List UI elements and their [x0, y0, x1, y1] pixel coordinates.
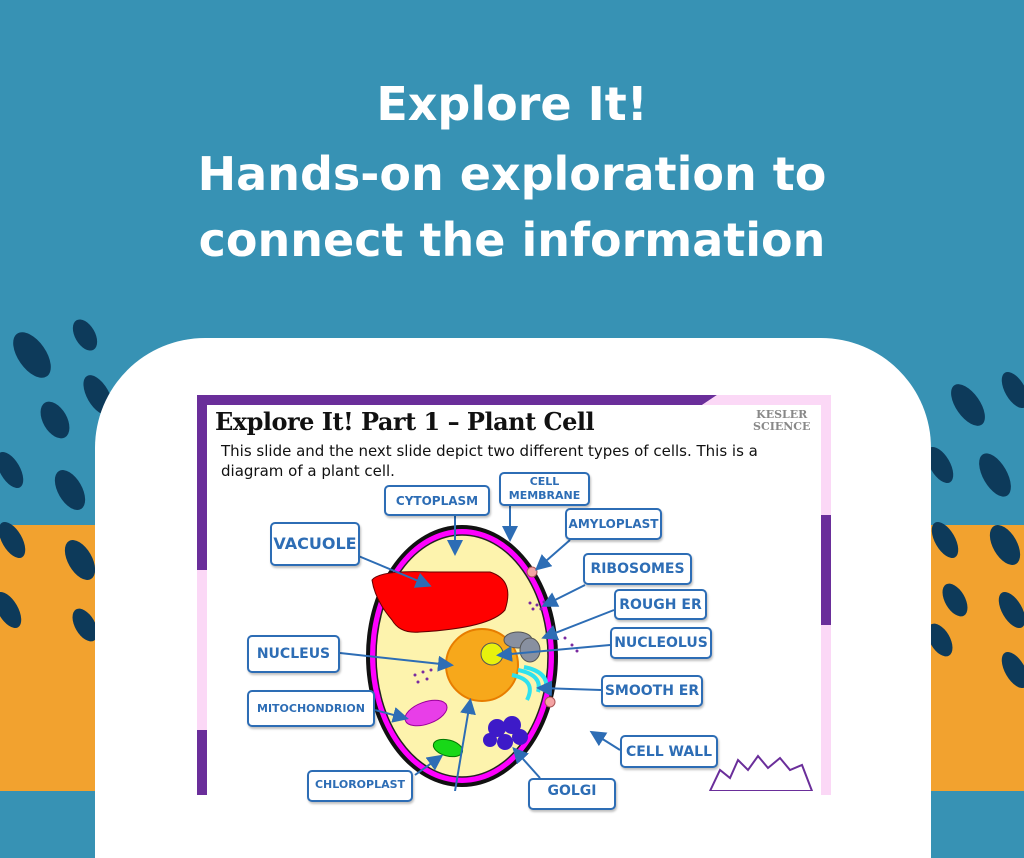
- slide-title: Explore It! Part 1 – Plant Cell: [215, 407, 595, 436]
- label-nucleolus: NUCLEOLUS: [610, 627, 712, 659]
- label-smooth-er: SMOOTH ER: [601, 675, 703, 707]
- plant-cell-diagram: [339, 505, 814, 791]
- label-cytoplasm: CYTOPLASM: [384, 485, 490, 516]
- decorative-dots: [0, 319, 1024, 689]
- label-cell-membrane: CELL MEMBRANE: [499, 472, 590, 506]
- label-ribosomes: RIBOSOMES: [583, 553, 692, 585]
- label-mitochondrion: MITOCHONDRION: [247, 690, 375, 727]
- slide-border: [197, 395, 831, 795]
- label-amyloplast: AMYLOPLAST: [565, 508, 662, 540]
- starburst-badge: [708, 754, 814, 791]
- label-vacuole: VACUOLE: [270, 522, 360, 566]
- label-chloroplast: CHLOROPLAST: [307, 770, 413, 802]
- label-nucleus: NUCLEUS: [247, 635, 340, 673]
- label-rough-er: ROUGH ER: [614, 589, 707, 620]
- label-cell-wall: CELL WALL: [620, 735, 718, 768]
- slide-description: This slide and the next slide depict two…: [221, 442, 758, 480]
- headline-line-3: connect the information: [198, 213, 826, 267]
- label-golgi: GOLGI: [528, 778, 616, 810]
- headline-line-2: Hands-on exploration to: [197, 147, 827, 201]
- headline-line-1: Explore It!: [376, 77, 648, 131]
